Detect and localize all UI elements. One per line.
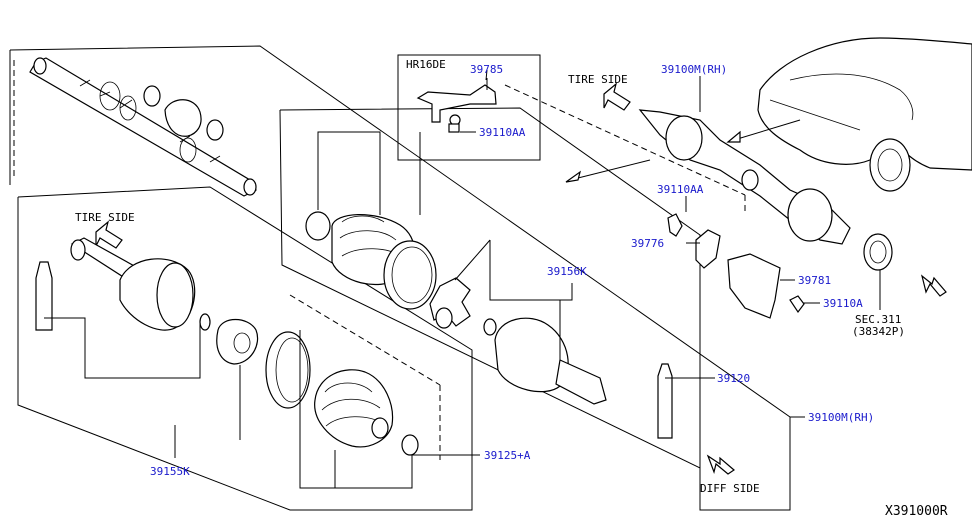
diff-side-arrow-right <box>920 274 947 297</box>
part-39110a[interactable]: 39110A <box>823 297 863 310</box>
engine-label: HR16DE <box>406 58 446 71</box>
part-39155k[interactable]: 39155K <box>150 465 190 478</box>
hr16de-inset <box>397 54 541 161</box>
part-39100m-right[interactable]: 39100M(RH) <box>808 411 874 424</box>
part-39156k[interactable]: 39156K <box>547 265 587 278</box>
lower-frame <box>17 186 473 511</box>
inner-shaft-drawing <box>13 57 257 197</box>
part-39781[interactable]: 39781 <box>798 274 831 287</box>
section-ref[interactable]: SEC.311 <box>855 313 901 326</box>
tire-side-upper-label: TIRE SIDE <box>568 73 628 86</box>
tire-side-lower-label: TIRE SIDE <box>75 211 135 224</box>
outer-joint-drawing <box>35 220 441 460</box>
part-39785[interactable]: 39785 <box>470 63 503 76</box>
inner-joint-drawing <box>305 211 673 439</box>
section-sub-ref: (38342P) <box>852 325 905 338</box>
leader-lines <box>44 76 881 489</box>
complete-shaft-drawing <box>504 82 893 319</box>
part-39125a[interactable]: 39125+A <box>484 449 531 462</box>
diff-side-label: DIFF SIDE <box>700 482 760 495</box>
part-39120[interactable]: 39120 <box>717 372 750 385</box>
part-39110aa-top[interactable]: 39110AA <box>479 126 526 139</box>
diff-side-arrow-bottom <box>706 454 735 475</box>
part-39110aa-mid[interactable]: 39110AA <box>657 183 704 196</box>
vehicle-illustration <box>726 37 972 192</box>
part-39100m-top[interactable]: 39100M(RH) <box>661 63 727 76</box>
middle-frame <box>279 107 701 469</box>
diagram-code: X391000R <box>885 504 948 519</box>
part-39776[interactable]: 39776 <box>631 237 664 250</box>
